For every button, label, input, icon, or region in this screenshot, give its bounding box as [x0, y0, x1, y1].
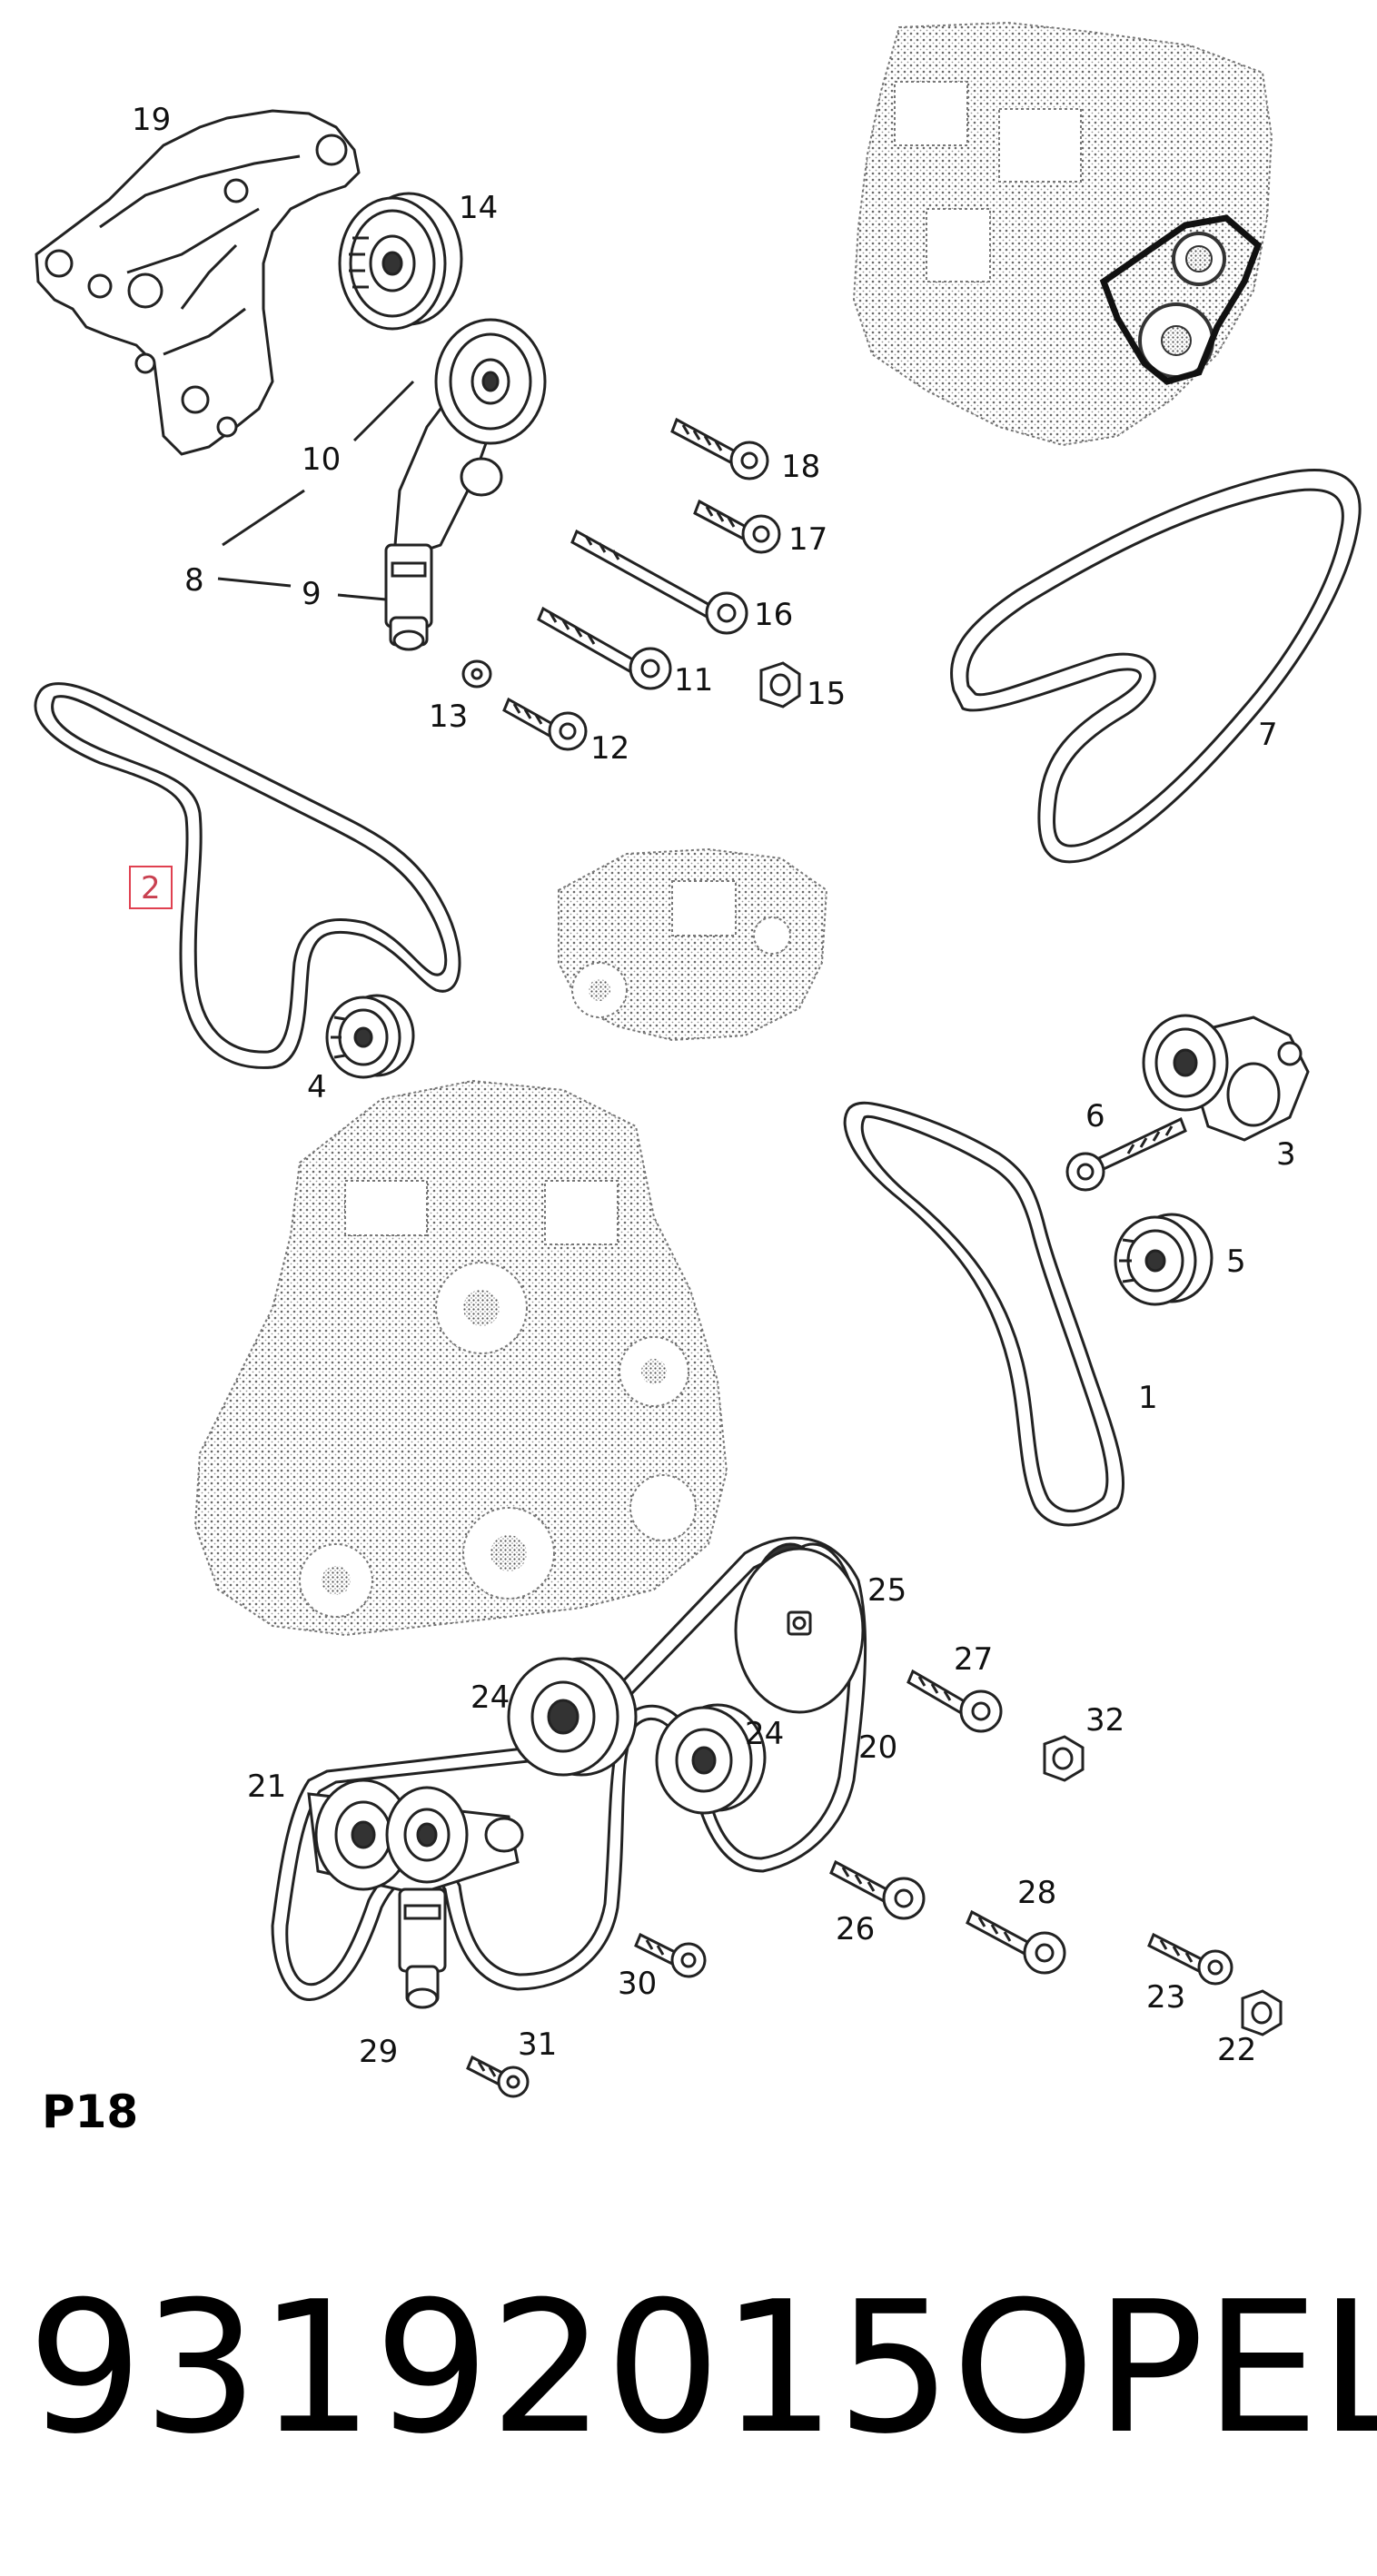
callout-10: 10 [302, 441, 341, 478]
callout-3: 3 [1276, 1136, 1296, 1173]
bolt-11-icon [537, 606, 672, 690]
callout-32: 32 [1085, 1702, 1124, 1739]
callout-12: 12 [590, 730, 629, 767]
callout-13: 13 [429, 698, 468, 735]
pulley-25-icon [734, 1542, 865, 1714]
callout-7: 7 [1258, 717, 1278, 753]
highlight-box-callout-2 [129, 866, 173, 909]
callout-25: 25 [867, 1572, 906, 1609]
bolt-28-icon [966, 1909, 1066, 1975]
bolt-26-icon [829, 1859, 926, 1920]
callout-1: 1 [1138, 1380, 1158, 1416]
callout-18: 18 [781, 449, 820, 485]
belt-2-icon [34, 682, 461, 1069]
callout-30: 30 [618, 1966, 657, 2002]
callout-28: 28 [1017, 1875, 1056, 1911]
belt-7-icon [950, 469, 1362, 864]
callout-27: 27 [954, 1641, 993, 1678]
bolt-16-icon [570, 529, 748, 635]
tensioner-21-icon [307, 1778, 524, 1896]
bolt-31-icon [466, 2055, 530, 2098]
bolt-17-icon [693, 499, 781, 554]
exploded-parts-diagram: 19 14 10 8 9 18 17 16 11 15 13 12 7 2 4 … [34, 21, 1362, 2098]
callout-22: 22 [1217, 2032, 1256, 2068]
callout-23: 23 [1146, 1979, 1185, 2016]
callout-14: 14 [459, 190, 498, 226]
callout-11: 11 [674, 662, 713, 698]
callout-8: 8 [184, 562, 204, 599]
brand-name: OPEL [952, 2263, 1377, 2474]
callout-19: 19 [132, 102, 171, 138]
callout-29: 29 [359, 2034, 398, 2070]
bolt-6-icon [1065, 1116, 1187, 1192]
nut-22-icon [1241, 1989, 1283, 2036]
pulley-5-icon [1114, 1213, 1214, 1306]
leader-lines [217, 380, 415, 601]
callout-24-upper: 24 [471, 1679, 510, 1716]
engine-top-right-icon [852, 21, 1273, 447]
callout-labels: 19 14 10 8 9 18 17 16 11 15 13 12 7 2 4 … [132, 102, 1296, 2070]
engine-middle-icon [193, 1079, 728, 1637]
callout-16: 16 [754, 597, 793, 633]
callout-5: 5 [1226, 1243, 1246, 1280]
tensioner-assembly-10-icon [384, 318, 547, 651]
pulley-14-icon [338, 192, 463, 331]
callout-20: 20 [858, 1729, 897, 1766]
bolt-12-icon [502, 697, 588, 751]
bracket-19-icon [35, 109, 361, 456]
callout-26: 26 [836, 1911, 875, 1947]
page-code: P18 [42, 2086, 139, 2138]
callout-6: 6 [1085, 1098, 1105, 1134]
bolt-30-icon [634, 1932, 707, 1978]
callout-24-lower: 24 [745, 1716, 784, 1752]
belt-20-icon [271, 1536, 867, 2001]
pulley-4-icon [325, 994, 415, 1079]
washer-13-icon [461, 659, 492, 689]
pulley-24-lower-icon [655, 1703, 767, 1815]
callout-2: 2 [141, 870, 161, 907]
belt-1-icon [843, 1101, 1125, 1527]
callout-31: 31 [518, 2026, 557, 2063]
part-number-row: 93192015 OPEL [27, 2263, 1377, 2478]
callout-15: 15 [807, 676, 846, 712]
callout-21: 21 [247, 1769, 286, 1805]
bolt-23-icon [1147, 1932, 1233, 1986]
alternator-icon [558, 847, 828, 1042]
nut-32-icon [1043, 1735, 1085, 1782]
tensioner-29-icon [398, 1887, 447, 2009]
part-number: 93192015 [27, 2263, 952, 2474]
callout-17: 17 [788, 521, 827, 558]
tensioner-3-icon [1142, 1014, 1310, 1142]
bolt-18-icon [670, 417, 769, 481]
pulley-24-upper-icon [507, 1657, 638, 1777]
nut-15-icon [759, 661, 801, 708]
callout-4: 4 [307, 1069, 327, 1105]
bolt-27-icon [906, 1669, 1003, 1733]
callout-9: 9 [302, 576, 322, 612]
